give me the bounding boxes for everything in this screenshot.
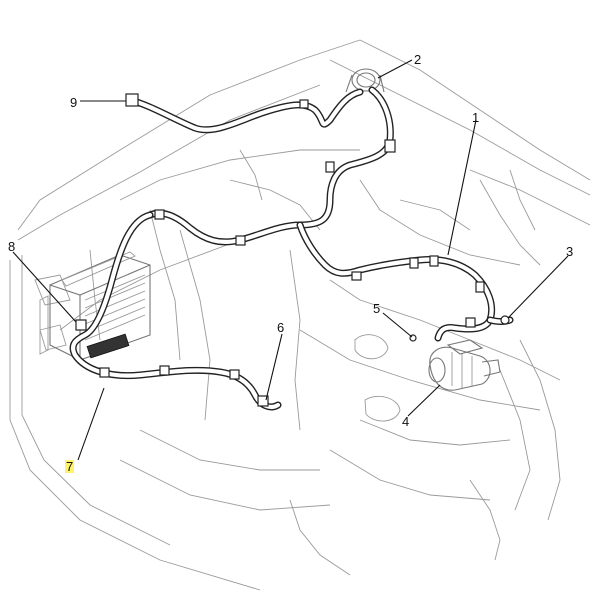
vehicle-body-outline <box>9 39 591 591</box>
callout-2: 2 <box>414 52 422 67</box>
callout-6: 6 <box>277 320 285 335</box>
control-module <box>39 251 151 361</box>
wiring-harness <box>69 86 514 411</box>
callout-1: 1 <box>472 110 480 125</box>
callout-8: 8 <box>8 239 16 254</box>
callout-5: 5 <box>373 301 381 316</box>
harness-grommet <box>345 68 385 93</box>
callout-3: 3 <box>566 244 574 259</box>
callout-9: 9 <box>70 95 78 110</box>
callout-7: 7 <box>65 459 75 474</box>
leader-lines <box>12 59 569 461</box>
callout-4: 4 <box>402 414 410 429</box>
starter-motor <box>428 339 501 391</box>
